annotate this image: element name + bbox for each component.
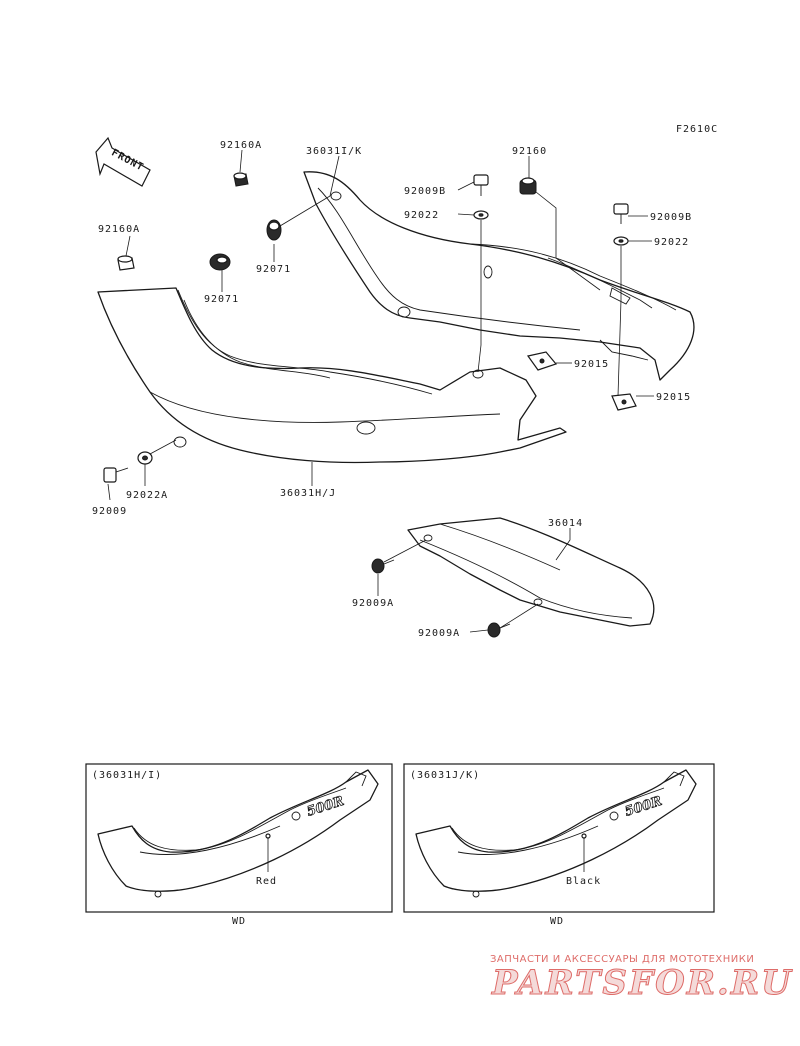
label-92022a: 92022A <box>126 490 168 501</box>
label-92160: 92160 <box>512 146 547 157</box>
inset-color-variant-1: (36031H/I) 500R Red WD <box>85 763 393 927</box>
inset-frame <box>85 763 393 913</box>
inset-model-label: WD <box>550 916 564 927</box>
label-92015-right: 92015 <box>656 392 691 403</box>
grommet-92160 <box>519 177 537 195</box>
bolt-92009-left <box>103 467 129 483</box>
label-92071-upper: 92071 <box>256 264 291 275</box>
inset-decal: 500R <box>305 794 346 820</box>
watermark-brand: PARTSFOR.RU <box>491 963 793 1003</box>
side-cover-36031ik <box>303 171 695 381</box>
clip-nut-92015-right <box>611 393 637 411</box>
inset-title: (36031J/K) <box>410 770 480 781</box>
label-36014: 36014 <box>548 518 583 529</box>
damper-92071-upper <box>266 219 282 241</box>
label-92071-lower: 92071 <box>204 294 239 305</box>
inset-decal: 500R <box>623 794 664 820</box>
side-cover-36031hj <box>97 287 567 464</box>
front-arrow-icon: FRONT <box>95 136 151 187</box>
inset-cover-illustration: 500R <box>97 769 379 898</box>
grommet-92160a-top <box>233 172 249 187</box>
watermark-tagline: ЗАПЧАСТИ И АКСЕССУАРЫ ДЛЯ МОТОТЕХНИКИ <box>490 954 754 965</box>
inset-title: (36031H/I) <box>92 770 162 781</box>
diagram-ref-code: F2610C <box>676 124 718 135</box>
label-92015-center: 92015 <box>574 359 609 370</box>
tail-cover-36014 <box>407 517 655 627</box>
label-92009b-right: 92009B <box>650 212 692 223</box>
damper-92071-lower <box>209 253 231 271</box>
label-36031hj: 36031H/J <box>280 488 336 499</box>
inset-color-label: Black <box>566 876 601 887</box>
label-92160a-top: 92160A <box>220 140 262 151</box>
inset-color-variant-2: (36031J/K) 500R Black WD <box>403 763 715 927</box>
inset-model-label: WD <box>232 916 246 927</box>
label-92022-right: 92022 <box>654 237 689 248</box>
label-92009a-left: 92009A <box>352 598 394 609</box>
inset-cover-illustration: 500R <box>415 769 697 898</box>
washer-92022-right <box>613 236 629 246</box>
inset-color-label: Red <box>256 876 277 887</box>
label-36031ik: 36031I/K <box>306 146 362 157</box>
clip-nut-92015-center <box>526 351 558 371</box>
bolt-92009a-left <box>371 558 395 574</box>
label-92009b-center: 92009B <box>404 186 446 197</box>
bolt-92009a-right <box>487 622 511 638</box>
washer-92022-center <box>473 210 489 220</box>
part-number-labels: 92160A 36031I/K 92160 92009B 92022 92009… <box>92 140 692 639</box>
label-92022-center: 92022 <box>404 210 439 221</box>
bolt-92009b-center <box>473 174 489 196</box>
grommet-92160a-left <box>117 255 135 271</box>
leader-lines <box>107 149 654 633</box>
inset-frame <box>403 763 715 913</box>
label-92160a-left: 92160A <box>98 224 140 235</box>
watermark: ЗАПЧАСТИ И АКСЕССУАРЫ ДЛЯ МОТОТЕХНИКИ PA… <box>490 954 793 1004</box>
label-92009a-right: 92009A <box>418 628 460 639</box>
label-92009-left: 92009 <box>92 506 127 517</box>
bolt-92009b-right <box>613 203 629 224</box>
